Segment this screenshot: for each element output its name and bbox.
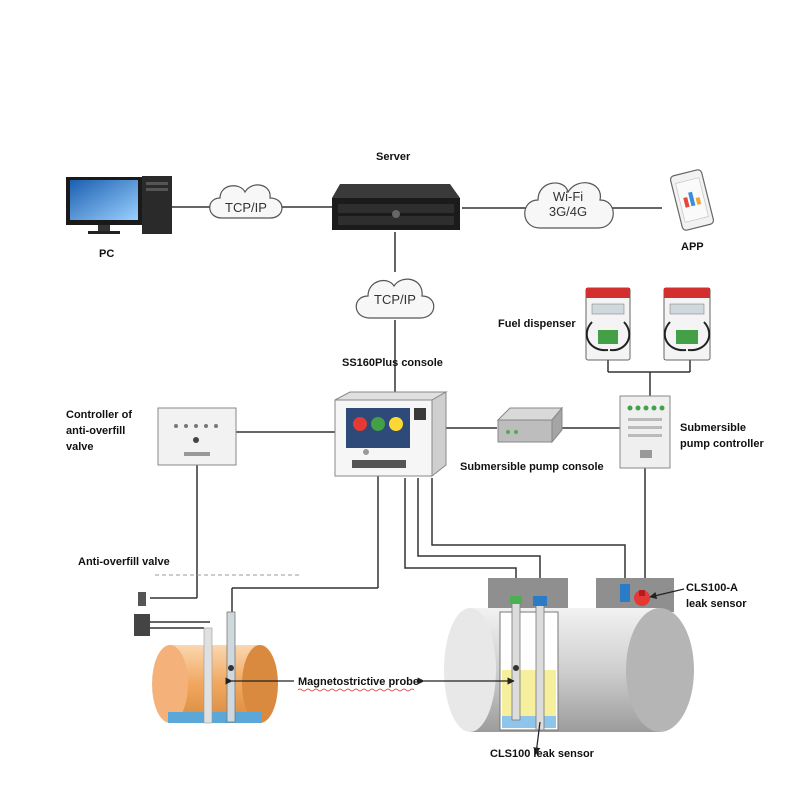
controller-label-line3: valve bbox=[66, 441, 94, 453]
cellular-text: 3G/4G bbox=[549, 204, 587, 219]
fuel-dispenser-right bbox=[663, 287, 711, 361]
tcp-left-text: TCP/IP bbox=[225, 200, 267, 215]
tcp-cloud-left bbox=[209, 184, 283, 219]
app-label: APP bbox=[681, 241, 704, 253]
submersible-controller-label-line1: Submersible bbox=[680, 422, 747, 434]
pc-label: PC bbox=[99, 248, 115, 260]
fuel-dispenser-left bbox=[585, 287, 631, 361]
submersible-controller-label-line2: pump controller bbox=[680, 438, 764, 450]
controller-label-line2: anti-overfill bbox=[66, 425, 126, 437]
server-label: Server bbox=[376, 151, 411, 163]
anti-overfill-valve-icon bbox=[134, 592, 210, 636]
console-icon bbox=[334, 391, 448, 478]
magnetostrictive-probe-label: Magnetostrictive probe bbox=[298, 676, 420, 688]
server-icon bbox=[332, 184, 460, 230]
spellcheck-underline bbox=[297, 688, 415, 692]
wifi-cloud bbox=[524, 182, 614, 229]
large-tank-icon bbox=[444, 578, 694, 732]
phone-icon bbox=[669, 169, 715, 231]
wifi-text: Wi-Fi bbox=[553, 189, 583, 204]
controller-label-line1: Controller of bbox=[66, 409, 132, 421]
fuel-dispenser-label: Fuel dispenser bbox=[498, 318, 576, 330]
console-label: SS160Plus console bbox=[342, 357, 443, 369]
submersible-pump-console-icon bbox=[496, 406, 564, 444]
submersible-pump-controller-icon bbox=[619, 395, 671, 469]
tcp-center-text: TCP/IP bbox=[374, 292, 416, 307]
cls100a-label-line2: leak sensor bbox=[686, 598, 747, 610]
tcp-cloud-center bbox=[355, 278, 435, 319]
connection-lines bbox=[150, 206, 691, 612]
pc-icon bbox=[66, 176, 172, 234]
anti-overfill-controller-icon bbox=[157, 407, 237, 466]
cls100a-label-line1: CLS100-A bbox=[686, 582, 738, 594]
anti-overfill-valve-label: Anti-overfill valve bbox=[78, 556, 170, 568]
small-tank-icon bbox=[152, 611, 278, 724]
cls100-label: CLS100 leak sensor bbox=[490, 748, 594, 760]
annotation-arrows bbox=[225, 588, 685, 755]
submersible-console-label: Submersible pump console bbox=[460, 461, 604, 473]
